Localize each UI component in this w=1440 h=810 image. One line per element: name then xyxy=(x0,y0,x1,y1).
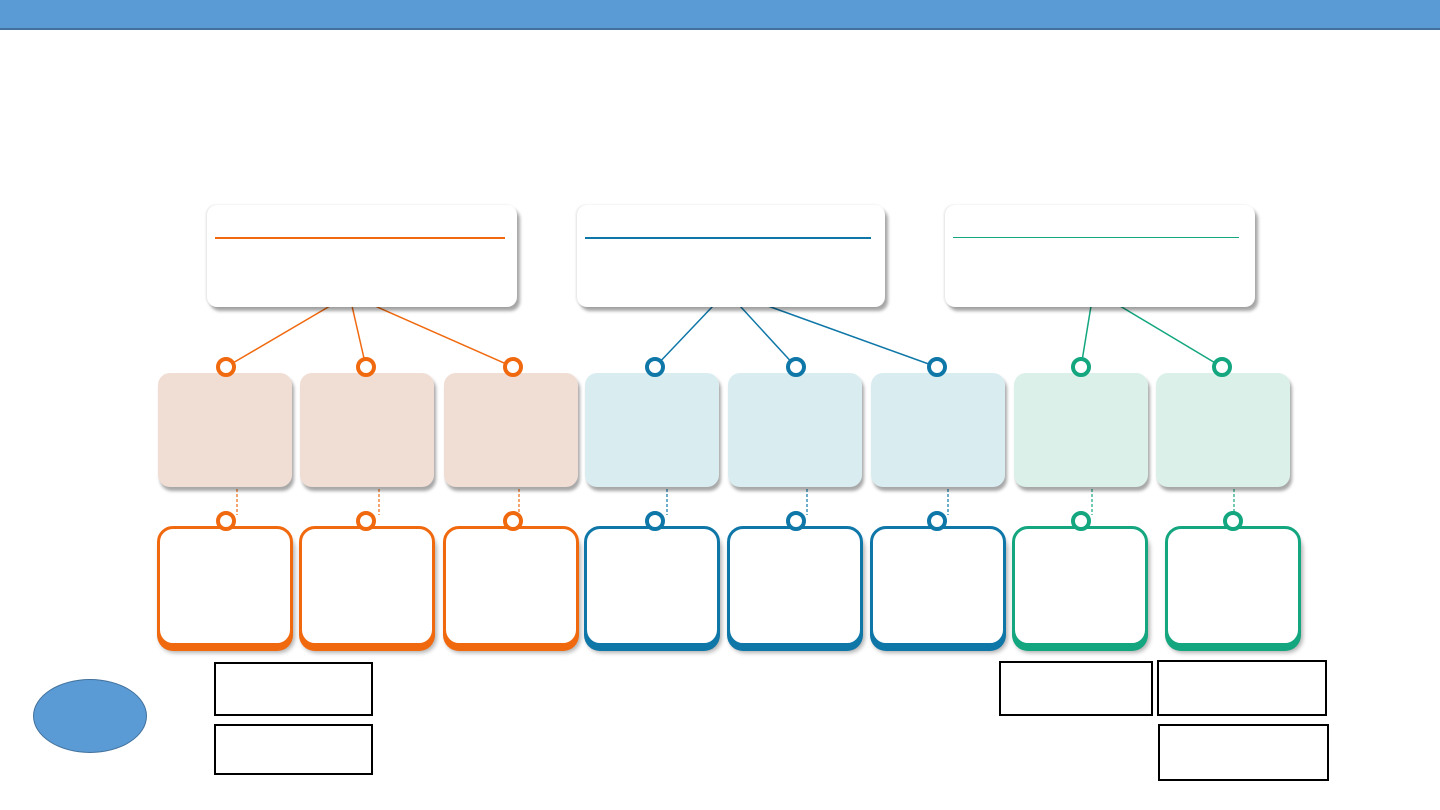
tile-dot-2 xyxy=(356,357,376,377)
group-3-rule xyxy=(953,237,1239,238)
tile-4 xyxy=(585,373,719,487)
card-dot-6 xyxy=(927,511,947,531)
connector-line-6 xyxy=(767,305,938,368)
card-6 xyxy=(870,526,1006,646)
connector-line-8 xyxy=(1119,305,1223,368)
card-3 xyxy=(443,526,579,646)
note-box-1 xyxy=(214,662,373,716)
tile-dot-7 xyxy=(1071,357,1091,377)
tile-dot-5 xyxy=(786,357,806,377)
connector-line-4 xyxy=(654,305,714,368)
group-2-rule xyxy=(585,237,871,239)
note-box-2 xyxy=(214,724,373,775)
card-7 xyxy=(1012,526,1148,646)
tile-2 xyxy=(300,373,434,487)
note-box-5 xyxy=(1158,724,1329,781)
card-dot-1 xyxy=(216,511,236,531)
connector-line-7 xyxy=(1080,305,1092,368)
note-box-3 xyxy=(999,661,1153,716)
tile-7 xyxy=(1014,373,1148,487)
card-dot-5 xyxy=(786,511,806,531)
blue-oval xyxy=(33,679,147,753)
connector-line-3 xyxy=(374,305,514,368)
card-dot-4 xyxy=(645,511,665,531)
group-box-1 xyxy=(207,205,517,307)
connector-line-2 xyxy=(351,305,367,368)
note-box-4 xyxy=(1157,660,1327,716)
card-dot-8 xyxy=(1223,511,1243,531)
tile-1 xyxy=(158,373,292,487)
tile-dot-8 xyxy=(1212,357,1232,377)
tile-6 xyxy=(871,373,1005,487)
tile-8 xyxy=(1156,373,1290,487)
tile-dot-6 xyxy=(927,357,947,377)
card-dot-7 xyxy=(1071,511,1091,531)
card-4 xyxy=(584,526,720,646)
group-1-rule xyxy=(215,237,505,239)
card-dot-2 xyxy=(356,511,376,531)
card-dot-3 xyxy=(503,511,523,531)
group-box-2 xyxy=(577,205,885,307)
tile-dot-4 xyxy=(645,357,665,377)
header-bar xyxy=(0,0,1440,30)
connector-line-1 xyxy=(225,305,331,368)
tile-dot-3 xyxy=(503,357,523,377)
group-box-3 xyxy=(945,205,1255,307)
tile-3 xyxy=(444,373,578,487)
tile-dot-1 xyxy=(216,357,236,377)
tile-5 xyxy=(728,373,862,487)
connector-line-5 xyxy=(739,305,797,368)
